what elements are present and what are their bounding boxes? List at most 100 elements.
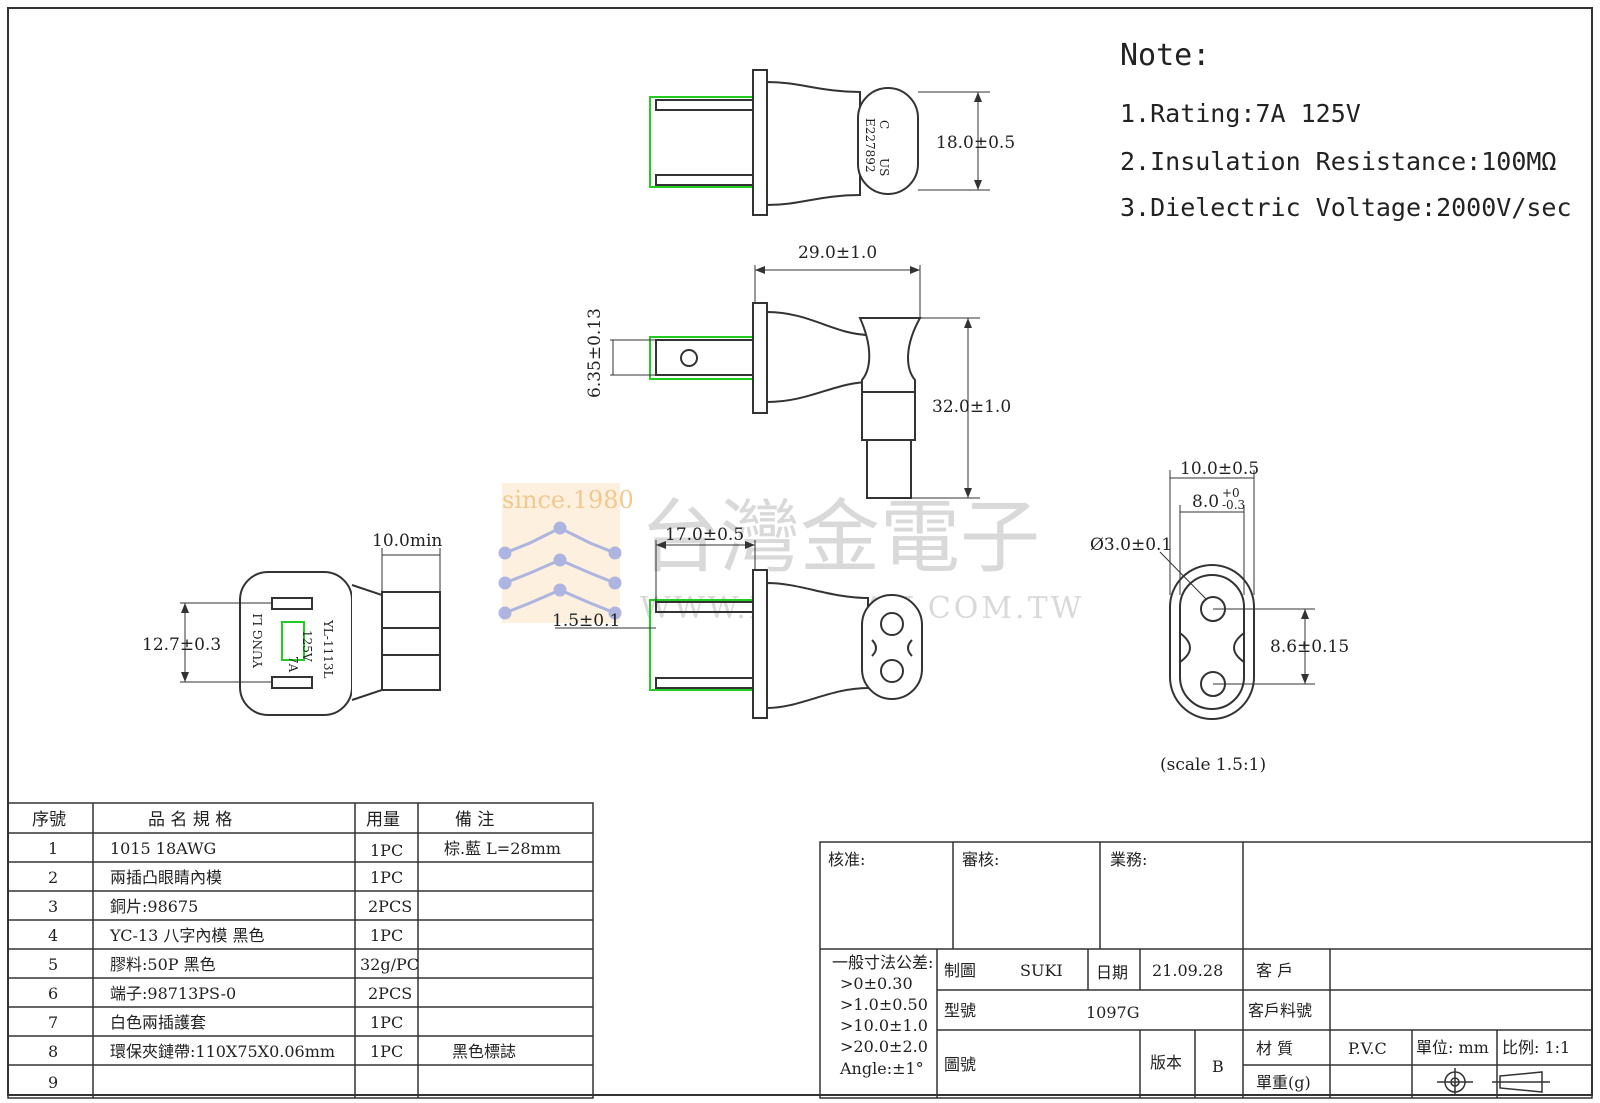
dim-inner-tol-upper: +0 <box>1222 486 1240 500</box>
bom-row-no: 4 <box>48 926 58 945</box>
plug-face-view <box>180 548 441 716</box>
business-label: 業務: <box>1110 850 1147 869</box>
approve-label: 核准: <box>828 850 865 869</box>
weight-label: 單重(g) <box>1256 1073 1311 1092</box>
bom-rows: 1 1015 18AWG 1PC 棕.藍 L=28mm 2 兩插凸眼睛內模 1P… <box>48 839 561 1092</box>
cert-mark-us: US <box>877 158 891 176</box>
version-label: 版本 <box>1150 1053 1182 1072</box>
bom-row-note: 棕.藍 L=28mm <box>444 839 561 858</box>
bom-row-no: 1 <box>48 839 58 858</box>
bom-row-spec: 銅片:98675 <box>110 897 198 916</box>
face-model: YL-1113L <box>321 619 335 678</box>
note-2: 2.Insulation Resistance:100MΩ <box>1120 147 1557 176</box>
date-value: 21.09.28 <box>1152 961 1223 980</box>
tolerance-title: 一般寸法公差: <box>832 953 933 972</box>
bom-row-spec: 端子:98713PS-0 <box>110 984 236 1003</box>
side-body <box>766 310 871 404</box>
watermark-since: since.1980 <box>502 486 634 514</box>
face-cable-head <box>381 591 441 691</box>
bom-row-qty: 1PC <box>370 841 403 860</box>
bom-header-no: 序號 <box>32 810 66 830</box>
front-hole-bottom <box>880 659 904 683</box>
watermark-company: 台灣金電子 <box>640 491 1040 584</box>
dim-inner-width: 8.0 <box>1192 492 1219 512</box>
scale-label: (scale 1.5:1) <box>1160 755 1266 775</box>
side-blade-highlight <box>649 336 757 380</box>
dim-hole-pitch: 8.6±0.15 <box>1270 637 1349 657</box>
bom-row-spec: 環保夾鏈帶:110X75X0.06mm <box>110 1042 335 1061</box>
drawn-label: 制圖 <box>944 961 976 980</box>
bom-row-no: 7 <box>48 1013 58 1032</box>
model-label: 型號 <box>944 1001 976 1020</box>
notes-block: Note: 1.Rating:7A 125V 2.Insulation Resi… <box>1120 38 1572 222</box>
note-3: 3.Dielectric Voltage:2000V/sec <box>1120 193 1572 222</box>
drawing-frame <box>7 7 1593 1096</box>
ratio-label: 比例: 1:1 <box>1502 1038 1570 1057</box>
plug-side-view <box>610 265 980 499</box>
side-flange <box>752 302 768 414</box>
dim-inner-tol-lower: -0.3 <box>1222 498 1245 512</box>
bom-row-no: 2 <box>48 868 58 887</box>
material-value: P.V.C <box>1348 1039 1387 1058</box>
drawn-value: SUKI <box>1020 961 1063 980</box>
face-rating-a: 7A <box>286 656 300 673</box>
tolerance-5: Angle:±1° <box>839 1059 924 1078</box>
title-block-text: 核准: 審核: 業務: 一般寸法公差: >0±0.30 >1.0±0.50 >1… <box>828 850 1570 1092</box>
bom-row-no: 5 <box>48 955 58 974</box>
bom-row-qty: 32g/PC <box>360 955 419 974</box>
side-cable-head <box>858 317 922 441</box>
face-rating-box <box>281 621 305 661</box>
plug-front-view <box>555 540 923 719</box>
front-blade-bottom <box>655 677 757 689</box>
plug-body <box>766 80 861 207</box>
face-rating-v: 125V <box>300 630 314 662</box>
blade-top <box>655 99 757 111</box>
plug-cap <box>857 87 919 195</box>
bom-header-note: 備 注 <box>455 810 494 830</box>
tolerance-4: >20.0±2.0 <box>840 1037 928 1056</box>
dim-side-length: 29.0±1.0 <box>798 243 877 263</box>
front-hole-top <box>880 612 904 636</box>
bom-row-spec: 1015 18AWG <box>110 839 216 858</box>
bom-row-spec: YC-13 八字內模 黑色 <box>109 926 264 945</box>
version-value: B <box>1212 1057 1224 1076</box>
detail-outline <box>1169 564 1255 720</box>
tolerance-3: >10.0±1.0 <box>840 1016 928 1035</box>
bom-row-qty: 1PC <box>370 1013 403 1032</box>
watermark: since.1980 台灣金電子 WWW.KINSTAN.COM.TW <box>498 483 1081 626</box>
material-label: 材 質 <box>1256 1039 1293 1058</box>
front-cap <box>861 594 923 700</box>
projection-symbol-icon <box>1437 1068 1550 1096</box>
date-label: 日期 <box>1096 963 1128 982</box>
plug-face-detail <box>1159 470 1315 720</box>
dim-hole-dia: Ø3.0±0.1 <box>1090 535 1172 555</box>
drawing-no-label: 圖號 <box>944 1055 976 1074</box>
bom-row-note: 黑色標誌 <box>452 1042 516 1061</box>
face-brand: YUNG LI <box>251 613 265 669</box>
bom-row-no: 9 <box>48 1073 58 1092</box>
title-block <box>819 841 1593 1099</box>
cust-part-label: 客戶料號 <box>1248 1001 1312 1020</box>
bom-row-spec: 兩插凸眼睛內模 <box>110 868 222 887</box>
bom-row-qty: 2PCS <box>368 984 412 1003</box>
bom-header-qty: 用量 <box>366 810 400 830</box>
detail-inner <box>1179 574 1245 710</box>
dim-side-height: 32.0±1.0 <box>932 397 1011 417</box>
bom-row-qty: 2PCS <box>368 897 412 916</box>
plug-top-view: C E227892 US <box>649 69 990 216</box>
blade-hole <box>680 349 698 367</box>
watermark-logo-bg <box>502 483 620 623</box>
cert-number: E227892 <box>863 118 877 173</box>
front-body <box>766 581 869 710</box>
bom-row-no: 6 <box>48 984 58 1003</box>
dim-face-depth: 10.0min <box>372 531 442 551</box>
watermark-logo-icon <box>498 521 622 620</box>
side-blade <box>655 339 757 376</box>
blade-bottom <box>655 174 757 186</box>
customer-label: 客 戶 <box>1256 961 1293 980</box>
bom-row-qty: 1PC <box>370 1042 403 1061</box>
bom-row-qty: 1PC <box>370 868 403 887</box>
review-label: 審核: <box>962 850 999 869</box>
dim-top-width: 18.0±0.5 <box>936 133 1015 153</box>
notes-title: Note: <box>1120 38 1210 73</box>
